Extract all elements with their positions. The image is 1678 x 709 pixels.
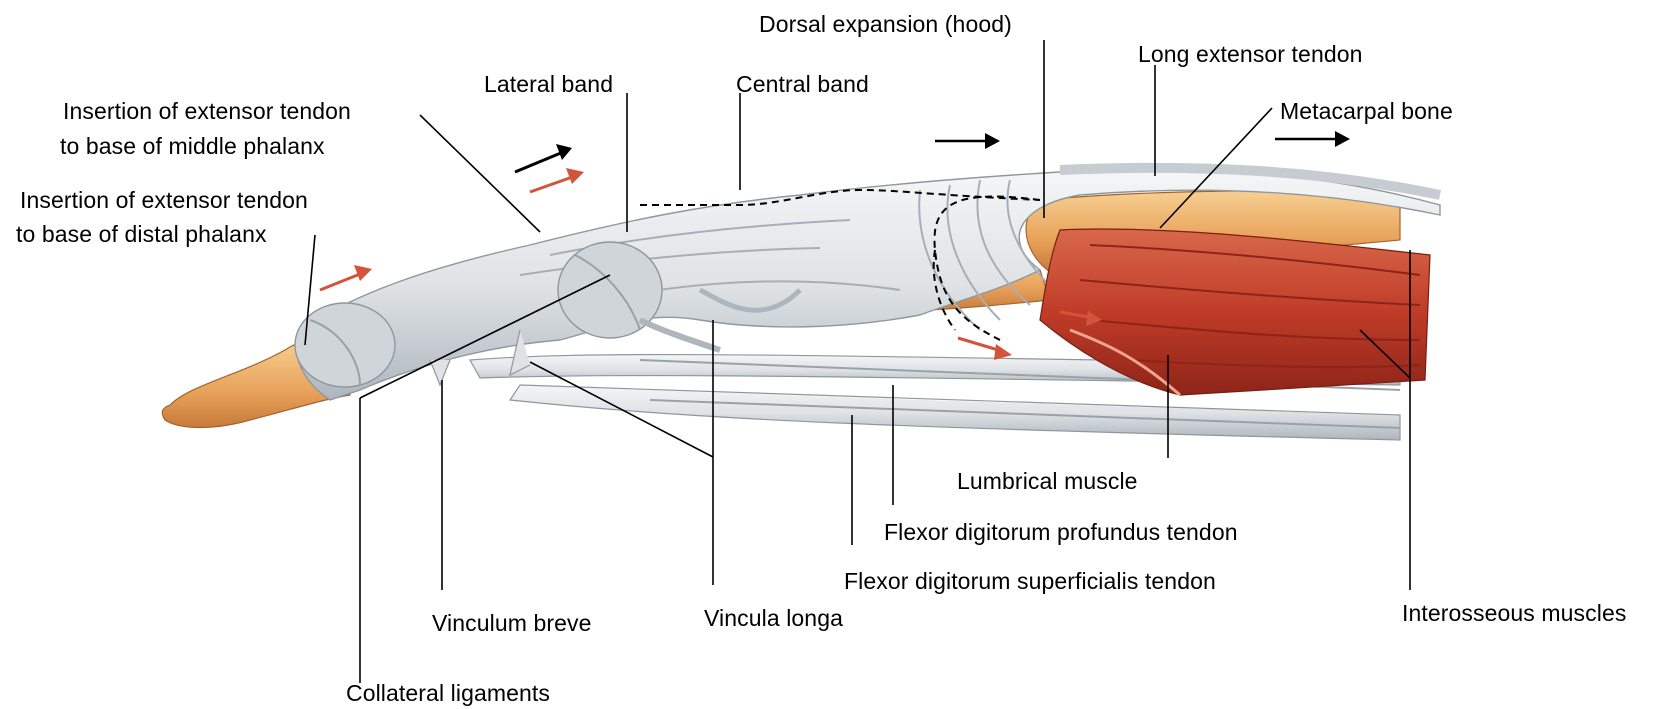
label-long-extensor-tendon: Long extensor tendon: [1138, 38, 1363, 70]
label-vinculum-breve: Vinculum breve: [432, 607, 592, 639]
label-interosseous-muscles: Interosseous muscles: [1402, 597, 1626, 629]
label-fds-tendon: Flexor digitorum superficialis tendon: [844, 565, 1216, 597]
label-insertion-distal-line2: to base of distal phalanx: [16, 218, 267, 250]
label-lateral-band: Lateral band: [484, 68, 613, 100]
label-insertion-distal-line1: Insertion of extensor tendon: [20, 184, 308, 216]
label-dorsal-expansion: Dorsal expansion (hood): [759, 8, 1012, 40]
label-metacarpal-bone: Metacarpal bone: [1280, 95, 1453, 127]
label-vincula-longa: Vincula longa: [704, 602, 843, 634]
label-central-band: Central band: [736, 68, 869, 100]
label-insertion-middle-line1: Insertion of extensor tendon: [63, 95, 351, 127]
label-collateral-ligaments: Collateral ligaments: [346, 677, 550, 709]
label-lumbrical-muscle: Lumbrical muscle: [957, 465, 1138, 497]
label-insertion-middle-line2: to base of middle phalanx: [60, 130, 325, 162]
label-fdp-tendon: Flexor digitorum profundus tendon: [884, 516, 1238, 548]
